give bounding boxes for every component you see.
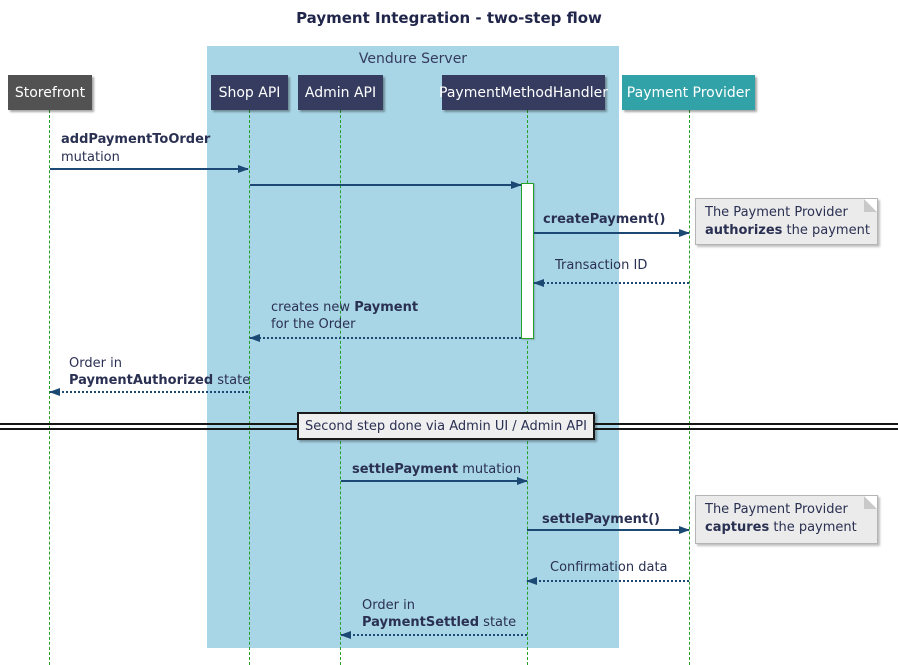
participant-storefront-label: Storefront (14, 84, 86, 101)
arrowhead-left-icon (49, 388, 60, 396)
msg-creates-payment-line1: creates new Payment (271, 300, 419, 315)
arrow-confirmation-data (526, 577, 689, 585)
participant-payment-provider-label: Payment Provider (626, 84, 751, 101)
divider-label: Second step done via Admin UI / Admin AP… (305, 418, 587, 434)
arrow-creates-payment (249, 334, 521, 342)
lifeline-payment-method-handler (527, 110, 528, 665)
participant-shop-api-label: Shop API (218, 84, 281, 101)
msg-order-authorized-line2: PaymentAuthorized state (69, 373, 251, 388)
msg-order-settled-line2: PaymentSettled state (362, 615, 517, 630)
arrow-settle-payment-call (527, 526, 690, 534)
note-authorizes-line2: authorizes the payment (705, 223, 870, 238)
participant-payment-method-handler-label: PaymentMethodHandler (439, 84, 608, 101)
msg-create-payment: createPayment() (543, 212, 666, 227)
lifeline-payment-provider (689, 110, 690, 665)
msg-creates-payment-line2: for the Order (271, 317, 356, 332)
arrow-create-payment (534, 229, 690, 237)
participant-admin-api-label: Admin API (304, 84, 377, 101)
msg-settle-payment-call: settlePayment() (542, 512, 660, 527)
arrow-add-payment (50, 165, 249, 173)
note-authorizes-line1: The Payment Provider (705, 205, 848, 220)
arrowhead-left-icon (533, 279, 544, 287)
msg-confirmation-data: Confirmation data (550, 560, 668, 575)
arrow-order-settled (340, 631, 527, 639)
vendure-server-label: Vendure Server (358, 51, 468, 67)
msg-settle-payment-mutation: settlePayment mutation (352, 462, 522, 477)
note-captures-line1: The Payment Provider (705, 502, 848, 517)
arrow-shop-to-handler (250, 181, 522, 189)
divider-label-box: Second step done via Admin UI / Admin AP… (297, 412, 595, 440)
lifeline-admin-api (340, 110, 341, 665)
activation-payment-method-handler (521, 183, 534, 339)
vendure-server-container (207, 46, 619, 648)
arrowhead-right-icon (238, 165, 249, 173)
participant-shop-api: Shop API (211, 75, 288, 110)
note-authorizes: The Payment Provider authorizes the paym… (695, 198, 878, 245)
lifeline-storefront (49, 110, 50, 665)
msg-add-payment-line2: mutation (61, 150, 120, 165)
arrowhead-left-icon (340, 631, 351, 639)
arrowhead-left-icon (526, 577, 537, 585)
arrow-settle-payment-mutation (341, 477, 528, 485)
participant-admin-api: Admin API (298, 75, 383, 110)
note-captures: The Payment Provider captures the paymen… (695, 495, 878, 544)
arrow-order-authorized (49, 388, 248, 396)
arrowhead-right-icon (511, 181, 522, 189)
arrowhead-right-icon (517, 477, 528, 485)
arrow-transaction-id (533, 279, 689, 287)
msg-add-payment-line1: addPaymentToOrder (61, 132, 211, 147)
participant-payment-provider: Payment Provider (622, 75, 755, 110)
msg-order-authorized-line1: Order in (69, 356, 122, 371)
msg-transaction-id: Transaction ID (555, 258, 648, 273)
msg-order-settled-line1: Order in (362, 598, 415, 613)
arrowhead-right-icon (679, 229, 690, 237)
participant-payment-method-handler: PaymentMethodHandler (439, 75, 608, 110)
arrowhead-right-icon (679, 526, 690, 534)
note-captures-line2: captures the payment (705, 520, 857, 535)
arrowhead-left-icon (249, 334, 260, 342)
diagram-title: Payment Integration - two-step flow (296, 9, 602, 27)
participant-storefront: Storefront (8, 75, 92, 110)
lifeline-shop-api (249, 110, 250, 665)
